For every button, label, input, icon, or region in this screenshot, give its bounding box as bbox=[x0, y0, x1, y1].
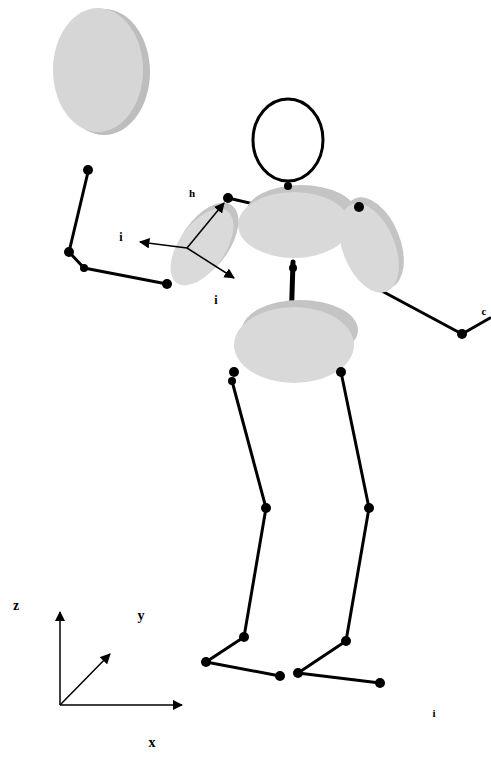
joint-dots bbox=[64, 165, 467, 688]
torso-segment bbox=[238, 185, 356, 258]
pelvis-segment bbox=[234, 300, 358, 383]
raised-arm bbox=[69, 172, 167, 284]
left-leg bbox=[206, 381, 280, 676]
axis-label: x bbox=[149, 736, 156, 750]
axis-label: z bbox=[13, 599, 19, 613]
right-arm bbox=[380, 290, 490, 334]
upper-arm-segment bbox=[327, 188, 416, 301]
axis-label: h bbox=[189, 188, 195, 199]
upper-arm-segment bbox=[158, 191, 252, 296]
hand-segment bbox=[53, 8, 150, 135]
axis-label: y bbox=[138, 609, 145, 623]
axis-label: i bbox=[432, 708, 435, 719]
right-leg bbox=[298, 372, 380, 683]
axis-label: c bbox=[482, 306, 487, 317]
head-outline bbox=[253, 99, 323, 181]
axis-label: i bbox=[119, 231, 122, 243]
axis-label: i bbox=[214, 294, 217, 306]
segment-axes bbox=[140, 203, 234, 278]
global-axes bbox=[60, 612, 182, 705]
